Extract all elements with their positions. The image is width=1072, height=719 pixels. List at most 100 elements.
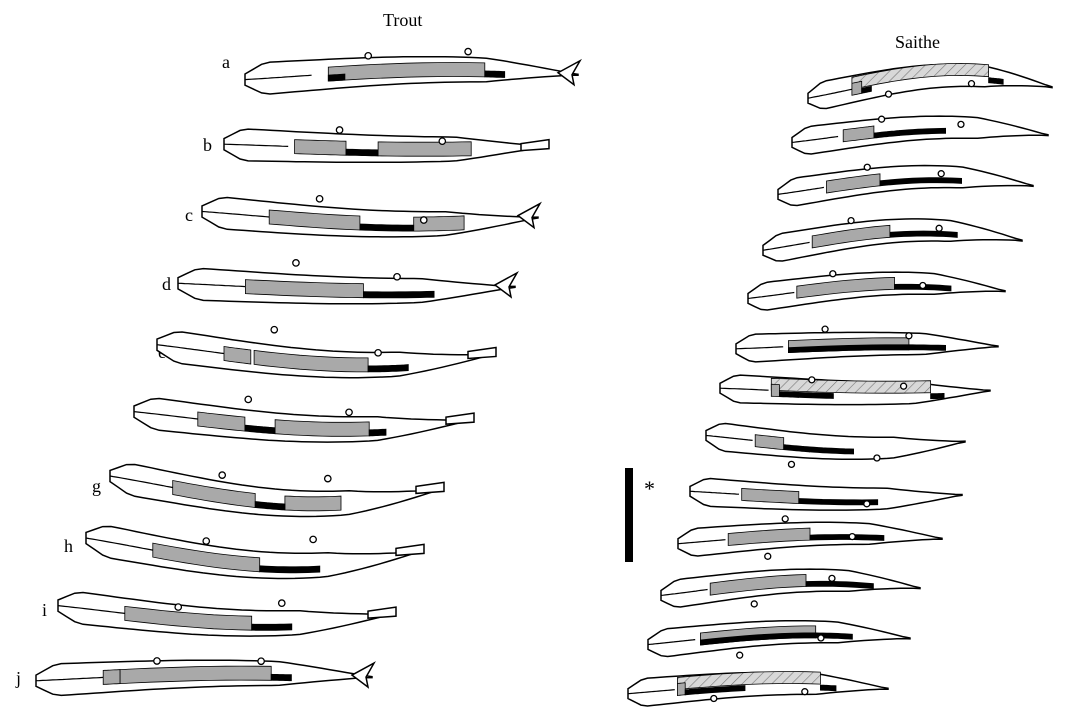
saithe-fish-13 <box>628 672 888 707</box>
trout-fish-2: b <box>203 127 549 162</box>
active-muscle-region <box>810 535 884 541</box>
tail-fin <box>368 607 396 618</box>
recording-site-marker <box>874 455 880 461</box>
fish-outline <box>706 424 965 460</box>
recording-site-marker <box>936 225 942 231</box>
trout-row-label: c <box>185 205 193 225</box>
recording-site-marker <box>346 409 352 415</box>
trout-fish-4: d <box>162 260 517 304</box>
recording-site-marker <box>245 396 251 402</box>
tail-fin <box>518 204 540 228</box>
recording-site-marker <box>394 274 400 280</box>
recording-site-marker <box>439 138 445 144</box>
recording-site-marker <box>938 171 944 177</box>
tail-fin <box>521 140 549 151</box>
recording-site-marker <box>968 81 974 87</box>
trout-row-label: g <box>92 476 101 496</box>
active-muscle-region <box>369 429 386 436</box>
recording-site-marker <box>325 475 331 481</box>
saithe-fish-1 <box>808 63 1052 108</box>
active-muscle-region <box>360 224 414 231</box>
active-muscle-region <box>252 624 292 630</box>
trout-row-label: h <box>64 536 73 556</box>
tail-fin <box>352 663 374 687</box>
active-muscle-region <box>328 74 345 81</box>
saithe-fish-10 <box>678 522 942 559</box>
tail-fin <box>446 413 474 424</box>
recording-site-marker <box>737 652 743 658</box>
trout-fish-1: a <box>222 48 580 94</box>
saithe-fish-2 <box>792 116 1048 154</box>
active-muscle-region <box>368 365 408 372</box>
red-muscle-region <box>852 81 862 95</box>
saithe-fish-9 <box>690 479 962 522</box>
recording-site-marker <box>279 600 285 606</box>
recording-site-marker <box>920 283 926 289</box>
recording-site-marker <box>788 461 794 467</box>
recording-site-marker <box>864 164 870 170</box>
recording-site-marker <box>848 218 854 224</box>
active-muscle-region <box>909 345 946 351</box>
recording-site-marker <box>802 689 808 695</box>
saithe-fish-12 <box>648 621 910 658</box>
scale-bar <box>625 468 633 562</box>
red-muscle-region <box>771 384 779 396</box>
red-muscle-region <box>295 140 346 156</box>
saithe-fish-7 <box>720 375 990 405</box>
recording-site-marker <box>958 121 964 127</box>
recording-site-marker <box>154 658 160 664</box>
recording-site-marker <box>765 553 771 559</box>
recording-site-marker <box>219 472 225 478</box>
recording-site-marker <box>421 217 427 223</box>
recording-site-marker <box>271 327 277 333</box>
active-muscle-region <box>685 689 698 695</box>
trout-row-label: j <box>15 668 21 688</box>
recording-site-marker <box>258 658 264 664</box>
active-muscle-region <box>820 685 836 691</box>
trout-fish-10: j <box>15 658 374 696</box>
saithe-fish-3 <box>778 164 1033 205</box>
trout-title: Trout <box>383 10 422 30</box>
recording-site-marker <box>822 326 828 332</box>
fish-outline <box>202 198 538 237</box>
red-muscle-region <box>103 670 120 685</box>
tail-fin <box>416 482 444 493</box>
active-muscle-region <box>271 674 291 680</box>
recording-site-marker <box>830 271 836 277</box>
recording-site-marker <box>818 635 824 641</box>
tail-fin <box>558 61 580 85</box>
active-muscle-region <box>485 71 505 78</box>
recording-site-marker <box>310 536 316 542</box>
recording-site-marker <box>175 604 181 610</box>
recording-site-marker <box>901 383 907 389</box>
fish-outline <box>763 219 1022 261</box>
red-muscle-region <box>378 142 471 156</box>
saithe-title: Saithe <box>895 32 940 52</box>
active-muscle-region <box>260 566 320 573</box>
trout-row-label: d <box>162 274 171 294</box>
saithe-fish-11 <box>661 569 920 607</box>
active-muscle-region <box>931 393 945 398</box>
recording-site-marker <box>465 48 471 54</box>
trout-fish-5: e <box>157 327 496 378</box>
fish-outline <box>778 166 1033 206</box>
trout-fish-9: i <box>42 593 396 637</box>
saithe-fish-6 <box>736 326 998 362</box>
trout-fish-3: c <box>185 196 540 237</box>
trout-row-label: b <box>203 135 212 155</box>
tail-fin <box>495 273 517 297</box>
active-muscle-region <box>798 392 833 398</box>
trout-row-label: i <box>42 600 47 620</box>
recording-site-marker <box>864 501 870 507</box>
recording-site-marker <box>829 575 835 581</box>
recording-site-marker <box>316 196 322 202</box>
fish-outline <box>792 116 1048 154</box>
active-muscle-region <box>363 291 434 298</box>
recording-site-marker <box>886 91 892 97</box>
saithe-fish-8 <box>706 424 965 468</box>
active-muscle-region <box>779 392 798 398</box>
recording-site-marker <box>809 377 815 383</box>
trout-fish-7: g <box>92 465 444 517</box>
recording-site-marker <box>751 601 757 607</box>
trout-row-label: a <box>222 52 230 72</box>
